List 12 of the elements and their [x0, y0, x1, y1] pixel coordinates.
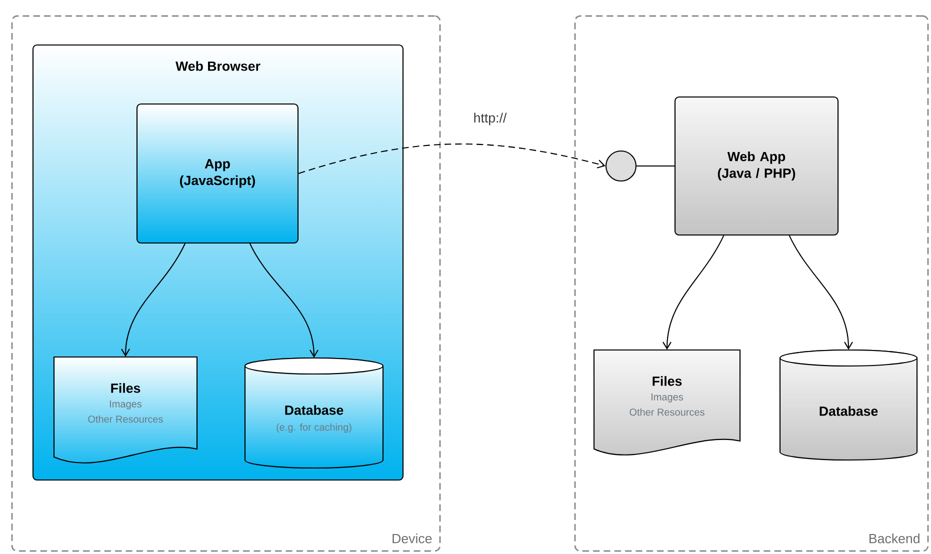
app-box: App (JavaScript) — [136, 103, 299, 244]
arrow — [249, 243, 318, 358]
arrow — [788, 235, 853, 350]
arrow — [298, 144, 606, 174]
connector-line — [636, 165, 674, 167]
arrow — [121, 243, 186, 357]
interface-circle — [605, 150, 637, 182]
web-app-box: Web App (Java / PHP) — [674, 96, 839, 236]
arrow — [662, 235, 724, 350]
database-cylinder: Database (e.g. for caching) — [244, 357, 384, 469]
database-cylinder: Database — [779, 349, 918, 461]
edge-label: http:// — [472, 111, 508, 127]
